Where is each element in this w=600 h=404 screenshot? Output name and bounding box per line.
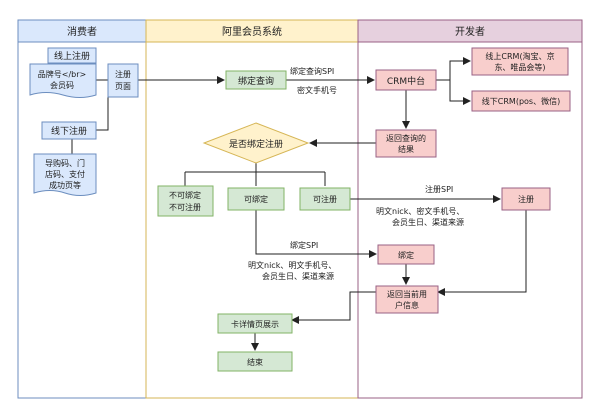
lane-system-title: 阿里会员系统 — [222, 25, 282, 38]
node-guide-label-3: 成功页等 — [49, 180, 81, 190]
label-bind-fields-2: 会员生日、渠道来源 — [262, 271, 334, 281]
node-online-register[interactable]: 线上注册 — [47, 47, 97, 64]
node-online-register-label: 线上注册 — [54, 50, 90, 62]
lane-developer-title: 开发者 — [455, 25, 485, 38]
node-crm-online-label-1: 线上CRM(淘宝、京 — [485, 51, 554, 61]
node-dev-register[interactable]: 注册 — [501, 187, 551, 211]
arrow-crm-online — [436, 57, 471, 81]
node-return-user[interactable]: 返回当前用 户信息 — [375, 285, 439, 314]
node-register-page-label-1: 注册 — [115, 69, 131, 79]
label-reg-fields-1: 明文nick、密文手机号、 — [376, 206, 464, 216]
node-return-user-label-1: 返回当前用 — [387, 289, 427, 299]
node-guide-label-2: 店码、支付 — [45, 169, 85, 179]
node-end-label: 结束 — [247, 357, 263, 367]
node-no-bind-label-2: 不可注册 — [169, 202, 201, 212]
arrow-crm-offline — [449, 80, 471, 105]
node-crm-online-label-2: 东、唯品会等) — [494, 62, 545, 72]
node-no-bind[interactable]: 不可绑定 不可注册 — [157, 185, 214, 217]
node-offline-register[interactable]: 线下注册 — [41, 121, 97, 140]
label-reg-fields-2: 会员生日、渠道来源 — [392, 217, 464, 227]
node-crm-offline[interactable]: 线下CRM(pos、微信) — [471, 90, 571, 112]
node-guide-codes[interactable]: 导购码、门 店码、支付 成功页等 — [33, 153, 97, 196]
node-return-user-label-2: 户信息 — [395, 300, 419, 310]
label-cipher-phone: 密文手机号 — [297, 85, 337, 95]
edge-labels: 绑定查询SPI 密文手机号 注册SPI 明文nick、密文手机号、 会员生日、渠… — [248, 66, 464, 281]
arrow-return-card — [291, 291, 376, 324]
node-brand-member-label-1: 品牌号</br> — [38, 69, 86, 79]
node-register-page-label-2: 页面 — [115, 82, 131, 91]
connector-offline-register — [96, 97, 109, 131]
node-card-detail-label: 卡详情页展示 — [231, 319, 279, 329]
node-decision[interactable]: 是否绑定注册 — [202, 122, 310, 164]
node-can-register-label: 可注册 — [313, 194, 337, 204]
node-register-page[interactable]: 注册 页面 — [107, 63, 139, 98]
node-crm-hub-label: CRM中台 — [387, 75, 425, 87]
label-register-spi: 注册SPI — [425, 184, 453, 194]
label-bind-spi: 绑定SPI — [290, 240, 318, 250]
node-decision-label: 是否绑定注册 — [229, 138, 283, 150]
lane-consumer-title: 消费者 — [67, 25, 97, 38]
node-brand-member-label-2: 会员码 — [50, 80, 74, 90]
node-end[interactable]: 结束 — [217, 351, 293, 372]
arrow-canbind-devbind — [255, 210, 377, 258]
node-dev-bind[interactable]: 绑定 — [377, 244, 435, 265]
node-guide-label-1: 导购码、门 — [45, 158, 85, 168]
node-dev-bind-label: 绑定 — [398, 250, 414, 260]
arrow-devregister-return — [437, 210, 527, 296]
node-can-bind[interactable]: 可绑定 — [227, 187, 285, 211]
node-return-query[interactable]: 返回查询的 结果 — [375, 129, 437, 158]
node-crm-online[interactable]: 线上CRM(淘宝、京 东、唯品会等) — [471, 47, 569, 76]
node-offline-register-label: 线下注册 — [51, 125, 87, 137]
label-bind-fields-1: 明文nick、明文手机号、 — [248, 260, 336, 270]
node-can-bind-label: 可绑定 — [244, 194, 268, 204]
label-bind-query-spi: 绑定查询SPI — [290, 66, 334, 76]
node-no-bind-label-1: 不可绑定 — [169, 190, 201, 200]
node-crm-offline-label: 线下CRM(pos、微信) — [482, 96, 560, 106]
node-brand-member-code[interactable]: 品牌号</br> 会员码 — [29, 63, 97, 98]
node-crm-hub[interactable]: CRM中台 — [375, 69, 437, 91]
connectors — [47, 57, 527, 351]
node-card-detail[interactable]: 卡详情页展示 — [217, 313, 293, 334]
connector-decision-branches — [184, 163, 326, 186]
node-return-query-label-1: 返回查询的 — [386, 133, 426, 143]
node-can-register[interactable]: 可注册 — [299, 187, 351, 211]
node-return-query-label-2: 结果 — [398, 144, 414, 154]
node-bind-query-label: 绑定查询 — [238, 75, 274, 87]
node-dev-register-label: 注册 — [518, 194, 534, 204]
node-bind-query[interactable]: 绑定查询 — [225, 70, 287, 90]
